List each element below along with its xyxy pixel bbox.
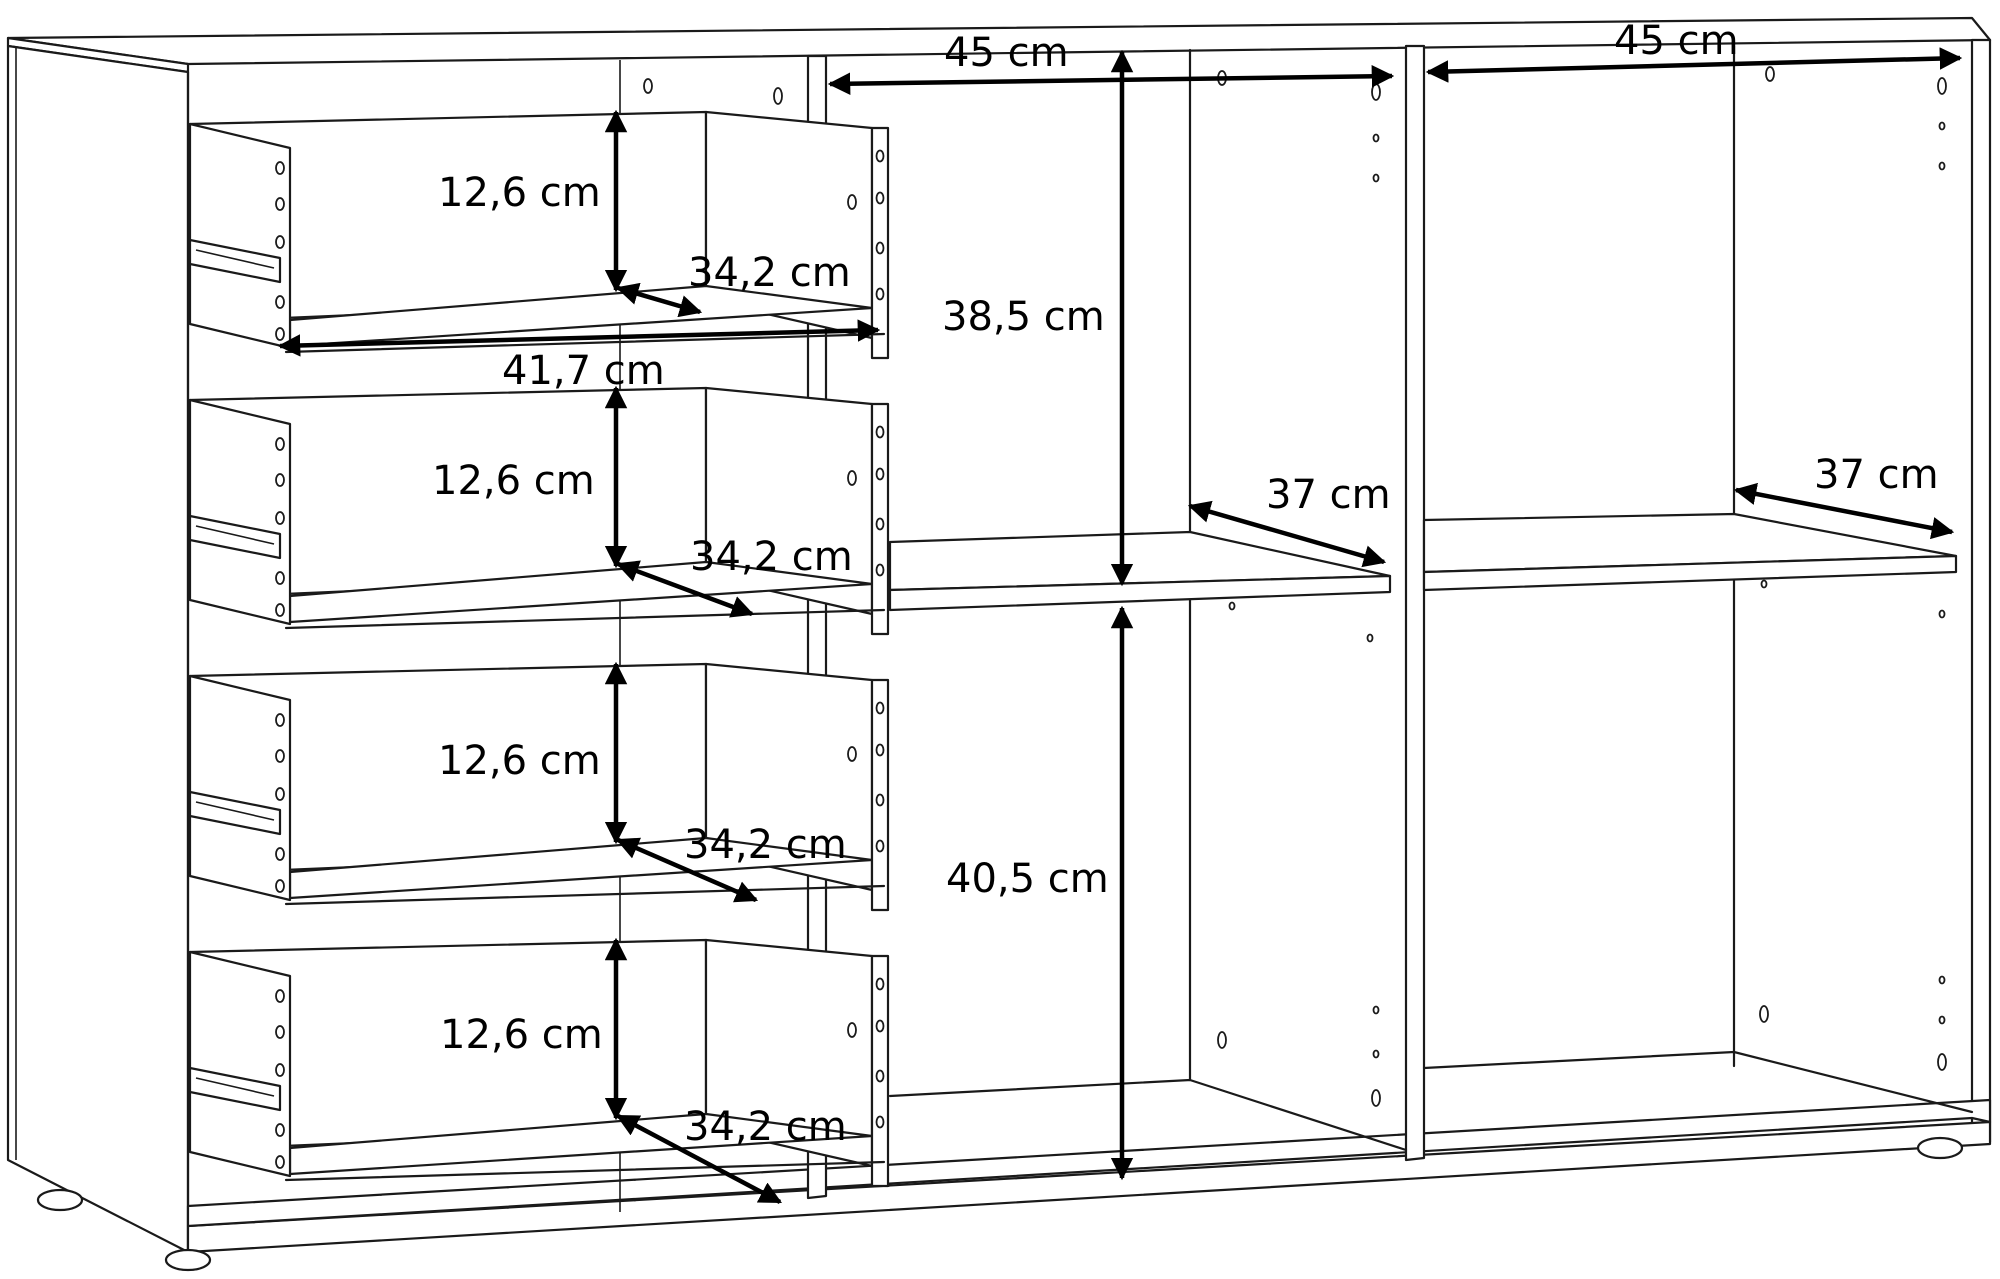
drawer-1-holes — [275, 161, 285, 175]
arrow-drawer-width — [277, 319, 881, 357]
dimension-labels: 45 cm 45 cm 38,5 cm 40,5 cm 37 cm 37 cm … — [432, 18, 1939, 1150]
label-drawer-width: 41,7 cm — [502, 348, 665, 394]
drawer-3-left-side — [188, 674, 292, 902]
cabinet-carcass — [6, 16, 1992, 1272]
drawer-2-left-side — [188, 398, 292, 626]
label-depth-shelf-middle: 37 cm — [1266, 472, 1391, 518]
drawer-2-runner — [188, 514, 282, 560]
left-side-panel — [6, 44, 190, 1254]
drawer-4-rail — [284, 1160, 886, 1182]
bottom-plinth — [186, 1120, 1992, 1254]
arrow-drawer-depth-1 — [615, 282, 703, 318]
drawer-1-runner — [188, 238, 282, 284]
drawer-3-rail — [284, 884, 886, 906]
arrow-depth-shelf-middle — [1187, 500, 1387, 568]
arrow-drawer-depth-2 — [615, 560, 755, 618]
foot-front-middle — [164, 1248, 212, 1272]
right-side-panel — [1970, 38, 1992, 1146]
label-drawer-height-2: 12,6 cm — [432, 458, 595, 504]
drawer-2-rail — [284, 608, 886, 630]
label-drawer-depth-3: 34,2 cm — [684, 822, 847, 868]
drawer-4-runner — [188, 1066, 282, 1112]
drawer-1-left-side — [188, 122, 292, 350]
drawer-4-holes — [275, 989, 285, 1003]
shelf-middle-edge — [888, 574, 1392, 612]
foot-right — [1916, 1136, 1964, 1160]
dimension-arrows — [277, 47, 1963, 1181]
arrow-drawer-depth-4 — [616, 1114, 782, 1204]
drawer-4-left-side — [188, 950, 292, 1178]
shelf-right-edge — [1422, 554, 1958, 592]
divider-middle — [1404, 44, 1426, 1162]
label-drawer-depth-2: 34,2 cm — [690, 534, 853, 580]
foot-left — [36, 1188, 84, 1212]
label-width-left: 45 cm — [944, 30, 1069, 76]
label-drawer-height-4: 12,6 cm — [440, 1012, 603, 1058]
label-height-upper: 38,5 cm — [942, 294, 1105, 340]
arrow-drawer-depth-3 — [615, 837, 759, 903]
arrow-depth-shelf-right — [1733, 482, 1955, 540]
label-drawer-depth-4: 34,2 cm — [684, 1104, 847, 1150]
label-depth-shelf-right: 37 cm — [1814, 452, 1939, 498]
label-height-lower: 40,5 cm — [946, 856, 1109, 902]
label-drawer-height-1: 12,6 cm — [438, 170, 601, 216]
drawer-3-holes — [275, 713, 285, 727]
drawer-3-runner — [188, 790, 282, 836]
label-drawer-depth-1: 34,2 cm — [688, 250, 851, 296]
drawers-group — [188, 109, 890, 1204]
arrow-width-left — [827, 65, 1395, 95]
drawer-2-holes — [275, 437, 285, 451]
arrow-width-right — [1425, 47, 1963, 83]
label-width-right: 45 cm — [1614, 18, 1739, 64]
label-drawer-height-3: 12,6 cm — [438, 738, 601, 784]
